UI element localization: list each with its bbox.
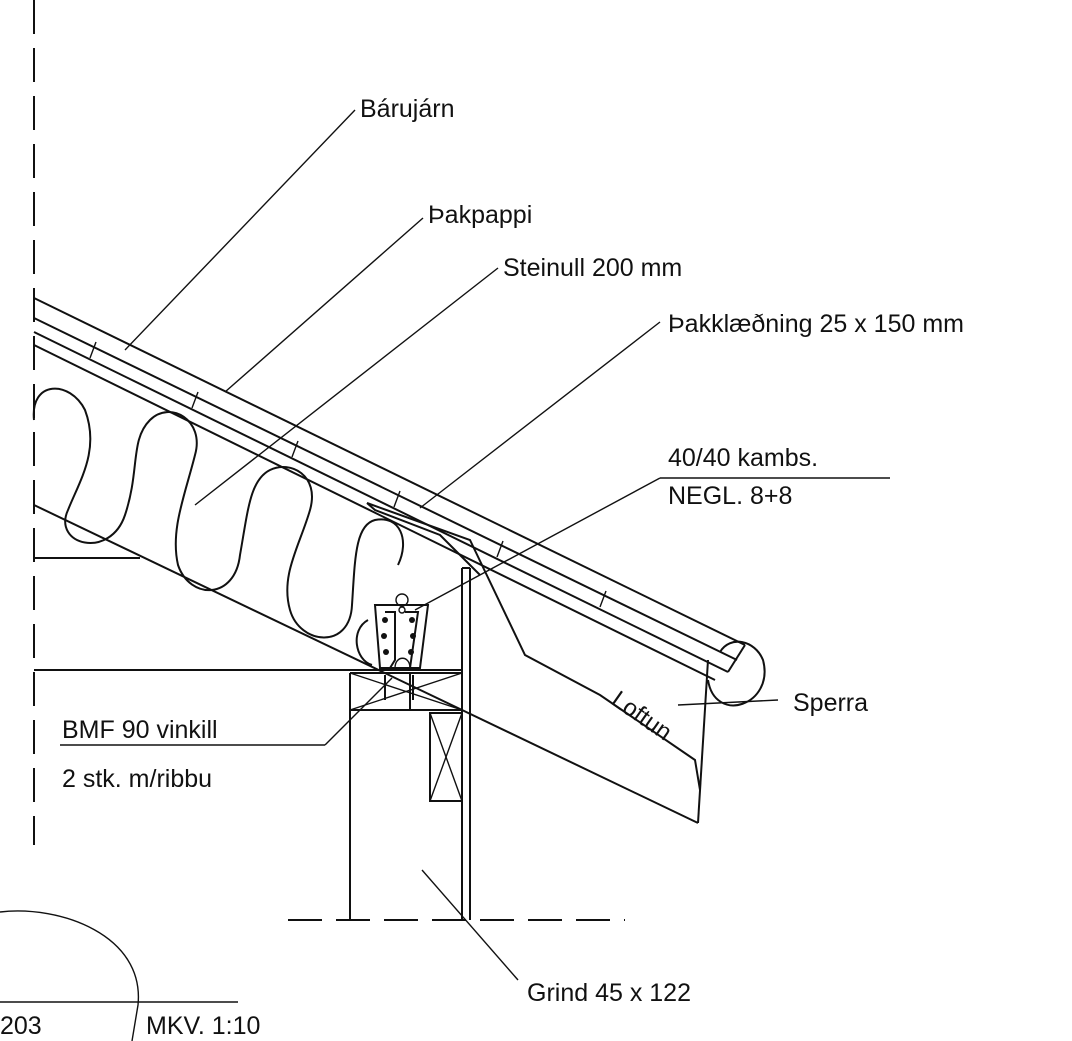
label-sperra: Sperra [793, 689, 868, 717]
label-thakpappi: Þakpappi [428, 201, 532, 229]
label-scale: MKV. 1:10 [146, 1012, 260, 1040]
label-kambs-line1: 40/40 kambs. [668, 444, 818, 472]
wall-stud [429, 712, 463, 802]
label-barujarn: Bárujárn [360, 95, 455, 123]
label-steinull: Steinull 200 mm [503, 254, 682, 282]
label-bmf-line1: BMF 90 vinkill [62, 716, 218, 744]
rafter [33, 504, 766, 824]
label-grind: Grind 45 x 122 [527, 979, 691, 1007]
label-bmf-line2: 2 stk. m/ribbu [62, 765, 212, 793]
bmf-bracket [355, 593, 430, 700]
roof-layers [33, 297, 746, 681]
label-loftun: Loftun [607, 686, 677, 746]
label-kambs-line2: NEGL. 8+8 [668, 482, 792, 510]
label-detail-ref: 203 [0, 1012, 42, 1040]
label-thakklaedning: Þakklæðning 25 x 150 mm [668, 310, 964, 338]
insulation-wave [32, 387, 404, 639]
ventilation-board-inner [366, 502, 481, 576]
leader-lines [0, 109, 890, 1041]
wall-top-plate [34, 567, 471, 920]
ventilation-board [366, 502, 701, 791]
